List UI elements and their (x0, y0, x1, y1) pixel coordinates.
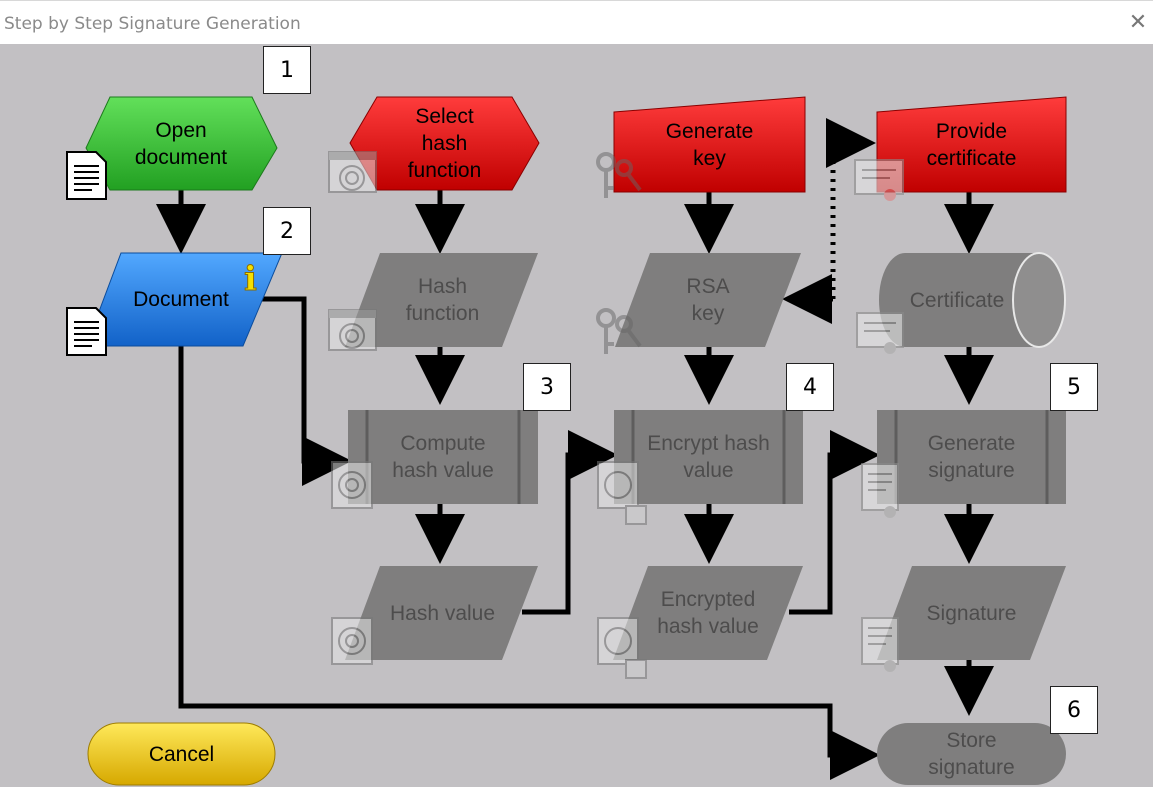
fingerprint-lock-icon (597, 461, 647, 525)
connectors (156, 118, 994, 780)
compute-hash-value-node[interactable] (348, 410, 538, 504)
document-file-icon (66, 307, 107, 356)
svg-text:i: i (244, 259, 257, 299)
signed-document-icon (861, 463, 899, 518)
keys-icon (596, 308, 642, 354)
rsa-key-node[interactable] (615, 253, 801, 347)
callout-1: 1 (263, 46, 311, 94)
flowchart-diagram: i (66, 96, 1067, 786)
certificate-icon (856, 312, 904, 354)
encrypted-hash-value-node[interactable] (613, 566, 803, 660)
fingerprint-icon (331, 461, 373, 509)
store-signature-node[interactable] (877, 723, 1066, 785)
close-icon[interactable]: ✕ (1128, 10, 1148, 35)
certificate-node[interactable] (879, 252, 1066, 348)
select-hash-function-node[interactable] (349, 96, 540, 191)
callout-6: 6 (1050, 686, 1098, 734)
cancel-button[interactable]: Cancel (88, 723, 275, 785)
callout-3: 3 (523, 363, 571, 411)
signature-node[interactable] (877, 566, 1066, 660)
open-document-node[interactable] (85, 96, 278, 191)
fingerprint-window-icon (328, 151, 377, 193)
certificate-icon (854, 159, 904, 201)
generate-key-node[interactable] (613, 96, 806, 193)
signed-document-icon (861, 617, 899, 672)
fingerprint-icon (331, 617, 373, 665)
document-file-icon (66, 151, 107, 200)
info-badge-icon: i (244, 259, 258, 300)
cancel-button-label: Cancel (148, 742, 215, 766)
window-title: Step by Step Signature Generation (4, 14, 301, 34)
hash-function-node[interactable] (345, 253, 538, 347)
cancel-button-shape (87, 722, 276, 786)
title-bar: Step by Step Signature Generation ✕ (0, 0, 1153, 45)
hash-value-node[interactable] (345, 566, 538, 660)
fingerprint-window-icon (328, 309, 377, 351)
callout-5: 5 (1050, 363, 1098, 411)
provide-certificate-node[interactable] (876, 96, 1067, 193)
fingerprint-lock-icon (597, 617, 647, 679)
callout-2: 2 (263, 207, 311, 255)
flowchart-canvas: i Open document Document Select hash fun… (0, 44, 1153, 787)
encrypt-hash-value-node[interactable] (614, 410, 803, 504)
generate-signature-node[interactable] (877, 410, 1066, 504)
callout-4: 4 (786, 363, 834, 411)
keys-icon (596, 152, 642, 198)
